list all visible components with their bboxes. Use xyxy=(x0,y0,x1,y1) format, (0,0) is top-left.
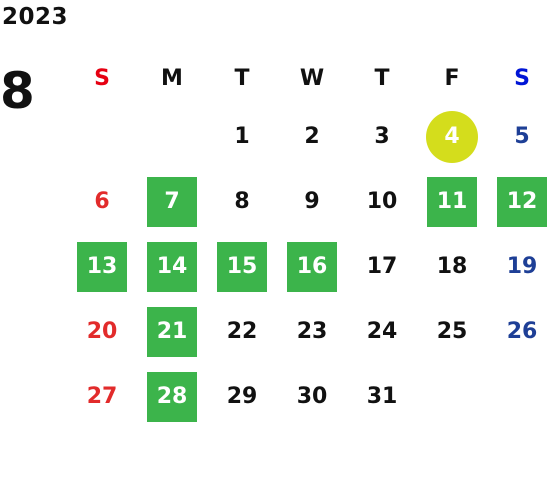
day-cell xyxy=(137,104,207,169)
day-number: 3 xyxy=(374,124,390,149)
day-number: 17 xyxy=(366,254,398,279)
weekday-wednesday: W xyxy=(299,66,325,91)
day-number: 25 xyxy=(436,319,468,344)
year-label: 2023 xyxy=(2,4,69,30)
day-cell[interactable]: 24 xyxy=(347,299,417,364)
day-number: 9 xyxy=(304,189,320,214)
day-number: 24 xyxy=(366,319,398,344)
weekday-monday: M xyxy=(161,66,183,91)
day-cell-highlighted[interactable]: 16 xyxy=(277,234,347,299)
day-number xyxy=(77,112,127,162)
weekday-sunday: S xyxy=(94,66,110,91)
day-number: 27 xyxy=(86,384,118,409)
day-number: 19 xyxy=(506,254,538,279)
day-number: 29 xyxy=(226,384,258,409)
day-cell-highlighted[interactable]: 21 xyxy=(137,299,207,364)
weekday-thursday: T xyxy=(374,66,390,91)
day-cell[interactable]: 3 xyxy=(347,104,417,169)
day-cell[interactable]: 19 xyxy=(487,234,548,299)
day-number: 21 xyxy=(147,306,197,357)
day-cell[interactable]: 10 xyxy=(347,169,417,234)
weekday-tuesday: T xyxy=(234,66,250,91)
day-cell-highlighted[interactable]: 13 xyxy=(67,234,137,299)
today-marker: 4 xyxy=(426,110,478,163)
day-cell[interactable]: 6 xyxy=(67,169,137,234)
day-number: 8 xyxy=(234,189,250,214)
day-number: 16 xyxy=(287,241,337,292)
day-cell xyxy=(487,364,548,429)
day-number: 15 xyxy=(217,241,267,292)
day-cell[interactable]: 23 xyxy=(277,299,347,364)
day-number: 10 xyxy=(366,189,398,214)
weekday-friday: F xyxy=(444,66,460,91)
day-cell xyxy=(417,364,487,429)
day-number: 7 xyxy=(147,176,197,227)
day-cell-highlighted[interactable]: 11 xyxy=(417,169,487,234)
day-cell-today[interactable]: 4 xyxy=(417,104,487,169)
weekday-saturday: S xyxy=(514,66,530,91)
day-number: 11 xyxy=(427,176,477,227)
day-number: 22 xyxy=(226,319,258,344)
day-cell[interactable]: 5 xyxy=(487,104,548,169)
day-cell[interactable]: 2 xyxy=(277,104,347,169)
day-cell[interactable]: 17 xyxy=(347,234,417,299)
day-cell[interactable]: 30 xyxy=(277,364,347,429)
day-number: 31 xyxy=(366,384,398,409)
day-number: 6 xyxy=(94,189,110,214)
day-number xyxy=(147,112,197,162)
day-number: 12 xyxy=(497,176,547,227)
day-number xyxy=(427,372,477,422)
day-number: 13 xyxy=(77,241,127,292)
day-cell[interactable]: 25 xyxy=(417,299,487,364)
day-cell[interactable]: 8 xyxy=(207,169,277,234)
day-number: 5 xyxy=(514,124,530,149)
day-cell xyxy=(67,104,137,169)
day-cell[interactable]: 1 xyxy=(207,104,277,169)
day-cell[interactable]: 26 xyxy=(487,299,548,364)
day-number: 14 xyxy=(147,241,197,292)
day-cell[interactable]: 27 xyxy=(67,364,137,429)
day-number: 23 xyxy=(296,319,328,344)
day-cell-highlighted[interactable]: 7 xyxy=(137,169,207,234)
month-number: 8 xyxy=(0,62,35,120)
day-number: 2 xyxy=(304,124,320,149)
day-cell[interactable]: 18 xyxy=(417,234,487,299)
day-number: 20 xyxy=(86,319,118,344)
day-cell[interactable]: 9 xyxy=(277,169,347,234)
day-cell[interactable]: 22 xyxy=(207,299,277,364)
day-number: 28 xyxy=(147,371,197,422)
day-cell-highlighted[interactable]: 12 xyxy=(487,169,548,234)
calendar-grid: S M T W T F S 1 2 3 4 5 6 7 8 9 10 11 12… xyxy=(67,58,548,429)
day-number xyxy=(497,372,547,422)
day-number: 1 xyxy=(234,124,250,149)
day-cell[interactable]: 20 xyxy=(67,299,137,364)
day-cell-highlighted[interactable]: 15 xyxy=(207,234,277,299)
day-number: 26 xyxy=(506,319,538,344)
day-cell[interactable]: 31 xyxy=(347,364,417,429)
day-cell-highlighted[interactable]: 14 xyxy=(137,234,207,299)
day-cell-highlighted[interactable]: 28 xyxy=(137,364,207,429)
day-number: 30 xyxy=(296,384,328,409)
day-cell[interactable]: 29 xyxy=(207,364,277,429)
day-number: 18 xyxy=(436,254,468,279)
